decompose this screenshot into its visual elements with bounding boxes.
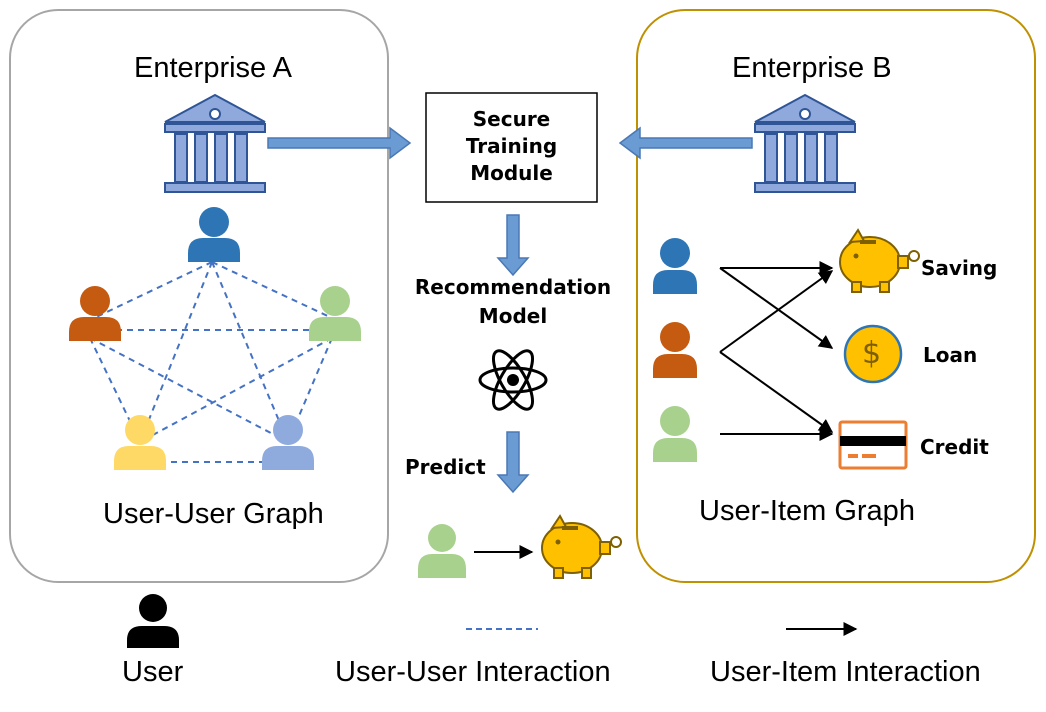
user-green-a — [309, 286, 361, 341]
arrow-predict — [496, 431, 530, 494]
model-label: Recommendation Model — [393, 273, 633, 331]
arrow-module-to-model — [496, 214, 530, 277]
secure-module-line-3: Module — [470, 161, 553, 185]
enterprise-a-box — [9, 9, 389, 583]
user-orange-b — [653, 322, 697, 378]
bank-icon-b — [754, 93, 856, 193]
user-green-b — [653, 406, 697, 462]
user-blue-b — [653, 238, 697, 294]
atom-icon — [478, 349, 548, 411]
enterprise-b-title: Enterprise B — [732, 52, 892, 84]
user-item-edges — [719, 261, 834, 441]
legend-user-label: User — [122, 656, 184, 688]
user-periwinkle-a — [262, 415, 314, 470]
enterprise-a-title: Enterprise A — [134, 52, 292, 84]
model-label-line-2: Model — [478, 304, 548, 328]
user-yellow-a — [114, 415, 166, 470]
secure-module-label: Secure Training Module — [426, 106, 597, 187]
enterprise-b-box — [636, 9, 1036, 583]
secure-module-box — [425, 92, 598, 203]
bank-icon-a — [164, 93, 266, 193]
user-item-graph-label: User-Item Graph — [699, 495, 915, 527]
arrow-b-to-module — [618, 126, 753, 160]
user-orange-a — [69, 286, 121, 341]
user-user-graph-label: User-User Graph — [103, 498, 324, 530]
predict-label: Predict — [405, 455, 486, 479]
piggy-bank-predict-icon — [541, 514, 622, 579]
piggy-bank-saving-icon — [839, 228, 920, 293]
legend-user-icon — [127, 594, 179, 648]
item-loan-label: Loan — [923, 343, 978, 367]
secure-module-line-2: Training — [465, 134, 558, 158]
user-user-edges — [89, 261, 333, 463]
credit-card-icon — [838, 420, 908, 470]
model-label-line-1: Recommendation — [414, 275, 612, 299]
coin-loan-icon — [843, 324, 903, 384]
arrow-a-to-module — [267, 126, 412, 160]
secure-module-line-1: Secure — [472, 107, 551, 131]
item-credit-label: Credit — [920, 435, 989, 459]
loan-dollar-symbol: $ — [862, 336, 882, 371]
item-saving-label: Saving — [921, 256, 998, 280]
legend-user-user-label: User-User Interaction — [335, 656, 611, 688]
legend-user-item-label: User-Item Interaction — [710, 656, 981, 688]
user-green-predict — [418, 524, 466, 578]
user-blue-a — [188, 207, 240, 262]
